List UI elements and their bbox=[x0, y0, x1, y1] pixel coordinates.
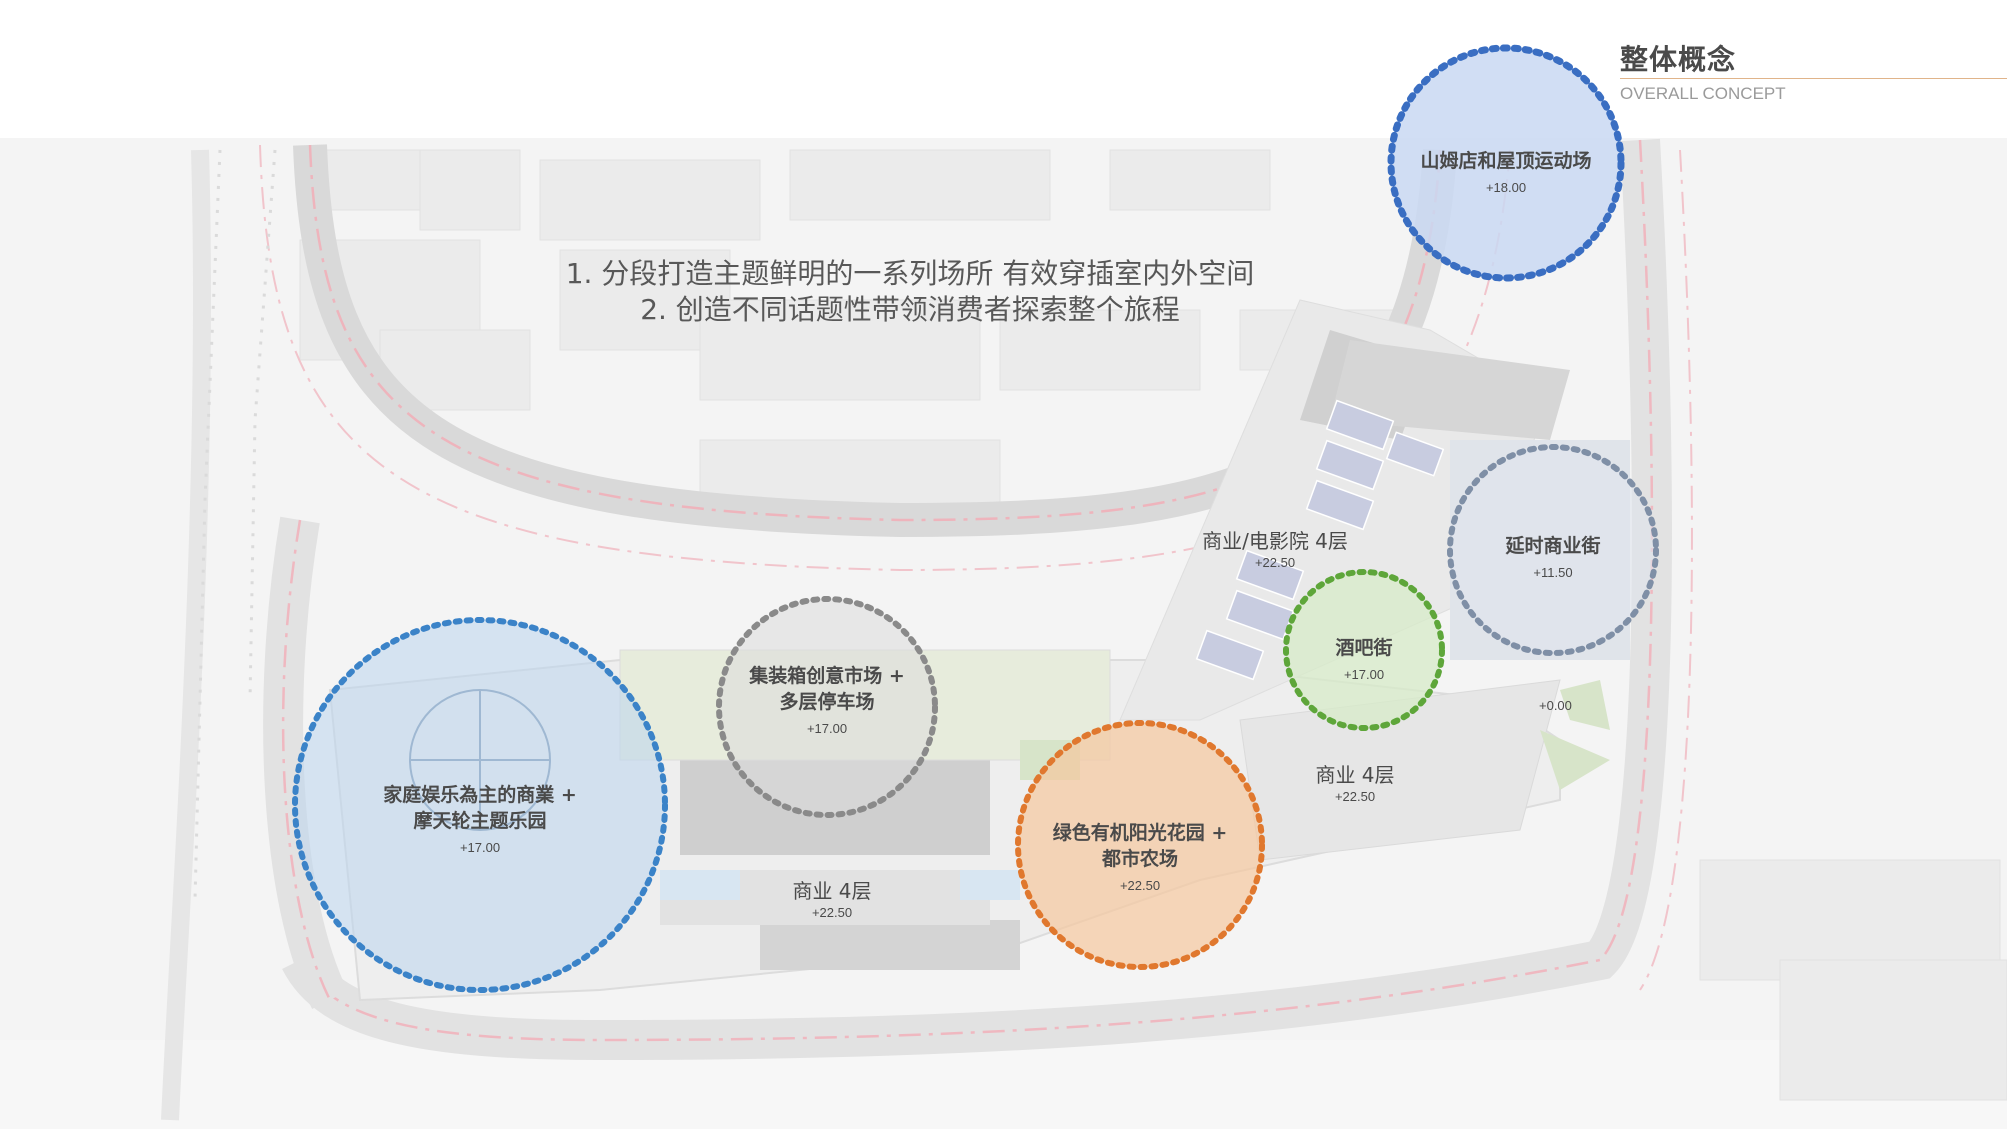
residential-blocks bbox=[299, 149, 2007, 1101]
title-divider bbox=[1620, 78, 2007, 79]
zone-elevation: +17.00 bbox=[806, 721, 848, 736]
zone-circle-night bbox=[1447, 444, 1659, 656]
zone-name-line-2: 摩天轮主题乐园 bbox=[413, 810, 547, 832]
page-subtitle: OVERALL CONCEPT bbox=[1620, 84, 1786, 103]
zone-elevation: +18.00 bbox=[1485, 180, 1527, 195]
map-bottom-fade bbox=[0, 1040, 2007, 1129]
zone-elevation: +11.50 bbox=[1533, 565, 1573, 580]
water-features bbox=[660, 870, 1020, 900]
zone-circle-sams bbox=[1387, 44, 1625, 282]
zone-circle-bar bbox=[1283, 569, 1445, 731]
page-title: 整体概念 bbox=[1620, 43, 1737, 76]
description-line-2: 2. 创造不同话题性带领消费者探索整个旅程 bbox=[640, 293, 1180, 326]
zone-elevation: +17.00 bbox=[1343, 667, 1385, 682]
zone-name: 酒吧街 bbox=[1335, 637, 1393, 659]
concept-description: 1. 分段打造主题鲜明的一系列场所 有效穿插室内外空间 2. 创造不同话题性带领… bbox=[500, 256, 1320, 328]
building-name: 商业/电影院 4层 bbox=[1202, 529, 1348, 553]
zone-name: 山姆店和屋顶运动场 bbox=[1420, 150, 1592, 172]
zone-elevation: +22.50 bbox=[1119, 878, 1161, 893]
description-line-1: 1. 分段打造主题鲜明的一系列场所 有效穿插室内外空间 bbox=[565, 257, 1255, 290]
building-elevation: +22.50 bbox=[1334, 789, 1376, 804]
zone-label-garden: 绿色有机阳光花园 + 都市农场 +22.50 bbox=[1030, 820, 1250, 893]
building-name: 商业 4层 bbox=[1315, 763, 1395, 787]
label-retail-south: 商业 4层 +22.50 bbox=[767, 875, 897, 920]
building-name: 商业 4层 bbox=[792, 879, 872, 903]
ground-elevation: +0.00 bbox=[1539, 698, 1572, 713]
label-retail-east: 商业 4层 +22.50 bbox=[1290, 759, 1420, 804]
zone-label-bar: 酒吧街 +17.00 bbox=[1304, 635, 1424, 682]
header: 整体概念 OVERALL CONCEPT bbox=[1620, 38, 2007, 104]
zone-name-line-2: 多层停车场 bbox=[779, 691, 875, 713]
label-cinema: 商业/电影院 4层 +22.50 bbox=[1180, 525, 1370, 570]
zone-name-line-1: 集装箱创意市场 + bbox=[749, 665, 905, 687]
zone-label-container: 集装箱创意市场 + 多层停车场 +17.00 bbox=[722, 663, 932, 736]
zone-elevation: +17.00 bbox=[459, 840, 501, 855]
zone-label-sams: 山姆店和屋顶运动场 +18.00 bbox=[1391, 148, 1621, 195]
solar-panels bbox=[1195, 399, 1445, 681]
zone-name-line-1: 家庭娱乐為主的商業 + bbox=[383, 784, 577, 806]
zone-name-line-1: 绿色有机阳光花园 + bbox=[1052, 822, 1228, 844]
tree-rows bbox=[193, 149, 277, 901]
zone-circle-container bbox=[716, 596, 938, 818]
zone-name-line-2: 都市农场 bbox=[1101, 848, 1178, 870]
zone-circle-garden bbox=[1015, 720, 1265, 970]
building-elevation: +22.50 bbox=[811, 905, 853, 920]
building-elevation: +22.50 bbox=[1254, 555, 1296, 570]
ferris-wheel bbox=[409, 689, 551, 831]
zone-name: 延时商业街 bbox=[1505, 535, 1601, 557]
zone-label-night: 延时商业街 +11.50 bbox=[1478, 533, 1628, 580]
zone-label-family: 家庭娱乐為主的商業 + 摩天轮主题乐园 +17.00 bbox=[345, 782, 615, 855]
